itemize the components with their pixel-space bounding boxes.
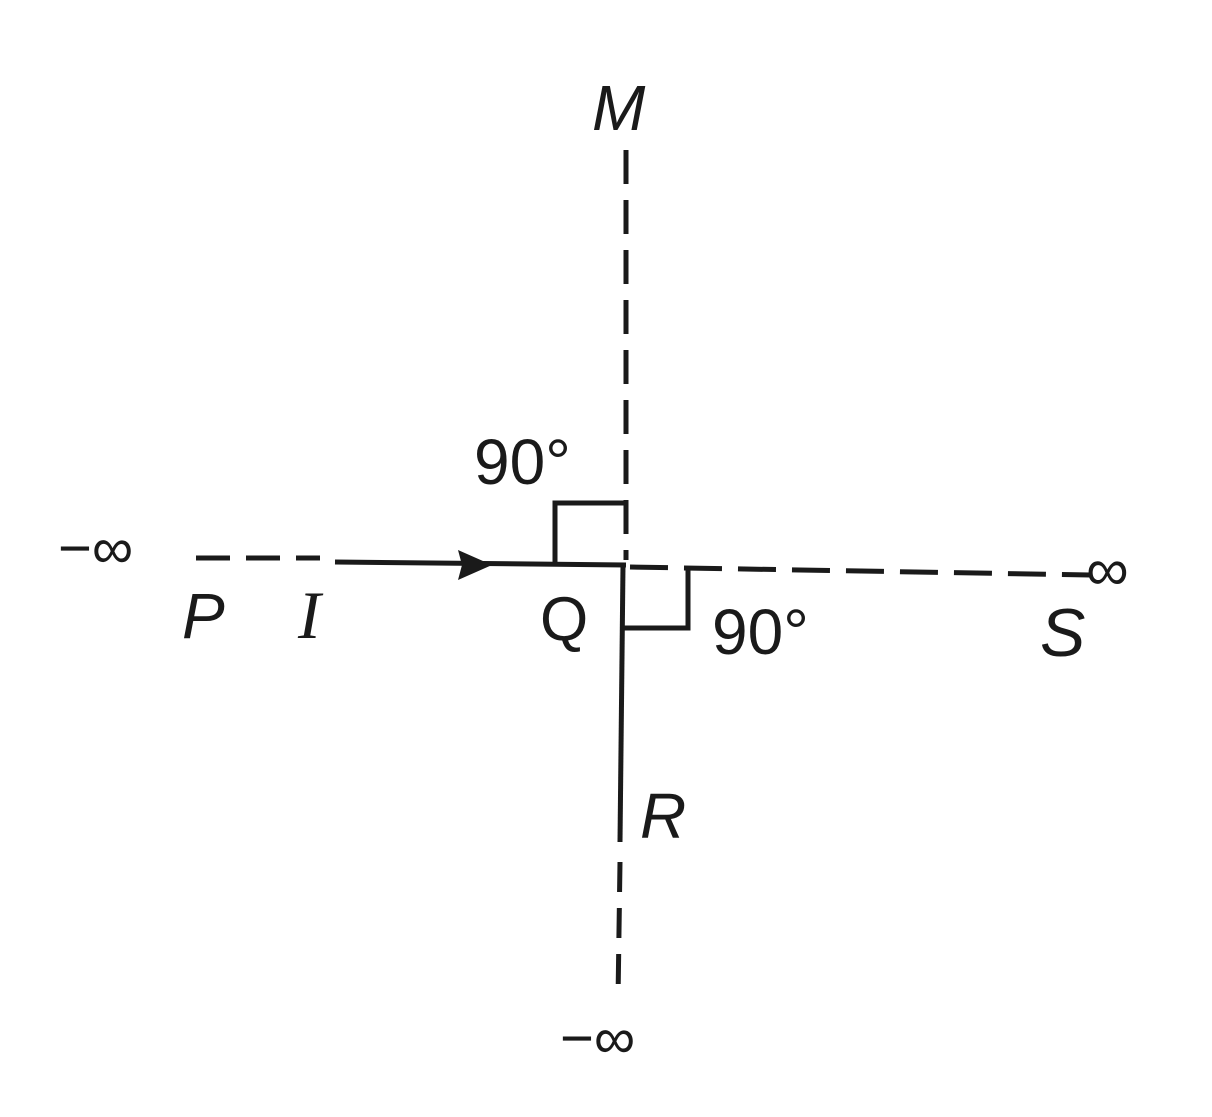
label-s: S: [1040, 595, 1085, 671]
label-current-i: I: [297, 577, 324, 653]
label-neg-infinity-left: −∞: [58, 516, 133, 581]
label-angle-lower: 90°: [712, 596, 809, 668]
right-angle-marker-upper: [552, 500, 625, 562]
label-r: R: [640, 780, 686, 852]
label-m: M: [592, 72, 646, 144]
right-angle-marker-lower: [623, 566, 691, 631]
dashed-line-qs: [629, 564, 1091, 578]
label-neg-infinity-bottom: −∞: [560, 1006, 635, 1071]
label-angle-upper: 90°: [474, 426, 571, 498]
wire-qr: [617, 564, 626, 843]
current-arrow: [458, 550, 492, 580]
label-q: Q: [540, 585, 588, 654]
label-infinity-right: ∞: [1086, 536, 1129, 603]
dashed-line-bottom: [615, 861, 623, 1001]
label-p: P: [182, 580, 225, 652]
